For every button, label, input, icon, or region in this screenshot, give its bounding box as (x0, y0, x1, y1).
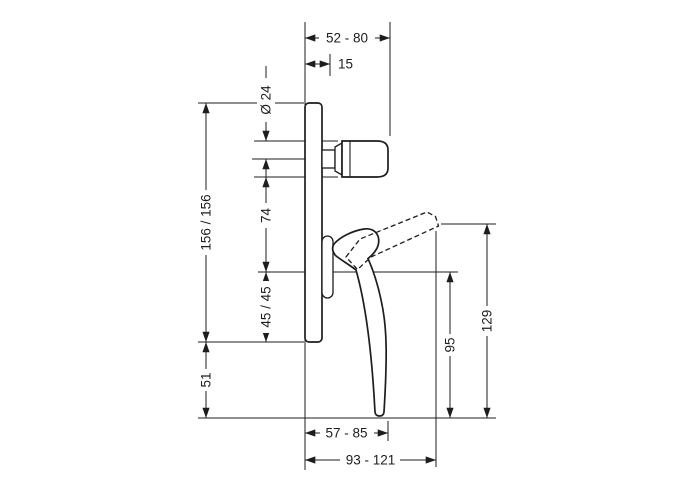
lever-handle-rotated-outline (345, 211, 440, 271)
dim-label-total-drop: 129 (480, 310, 495, 333)
dim-label-spout-to-handle: 74 (259, 208, 274, 224)
dim-label-handle-spacing: 45 / 45 (259, 286, 274, 327)
dim-label-spout-diameter: Ø 24 (259, 85, 274, 115)
mixer-body (304, 102, 440, 417)
label-bg (257, 78, 275, 122)
lever-handle (331, 227, 388, 417)
label-bg (319, 30, 375, 46)
dim-label-install-depth: 52 - 80 (326, 31, 368, 46)
label-bg (257, 281, 275, 333)
dim-label-plate-offset: 15 (338, 57, 353, 72)
label-bg (197, 190, 215, 255)
spout-connector (321, 149, 336, 169)
dim-label-handle-drop: 95 (443, 337, 458, 352)
wall-plate (304, 102, 323, 343)
label-bg (197, 369, 215, 391)
handle-rosette (321, 235, 334, 299)
dim-label-plate-height: 156 / 156 (199, 194, 214, 250)
spout-body (341, 140, 389, 178)
dim-label-max-depth: 93 - 121 (346, 453, 396, 468)
spout-flange (334, 141, 343, 177)
label-bg (257, 203, 275, 228)
label-bg (441, 334, 459, 356)
label-bg (320, 425, 374, 441)
label-bg (340, 452, 400, 468)
dim-label-below-plate: 51 (199, 372, 214, 387)
label-bg (478, 306, 496, 336)
dim-label-handle-depth: 57 - 85 (325, 426, 367, 441)
dimension-labels: 52 - 80 15 Ø 24 74 45 / 45 156 / 156 51 … (197, 30, 496, 468)
